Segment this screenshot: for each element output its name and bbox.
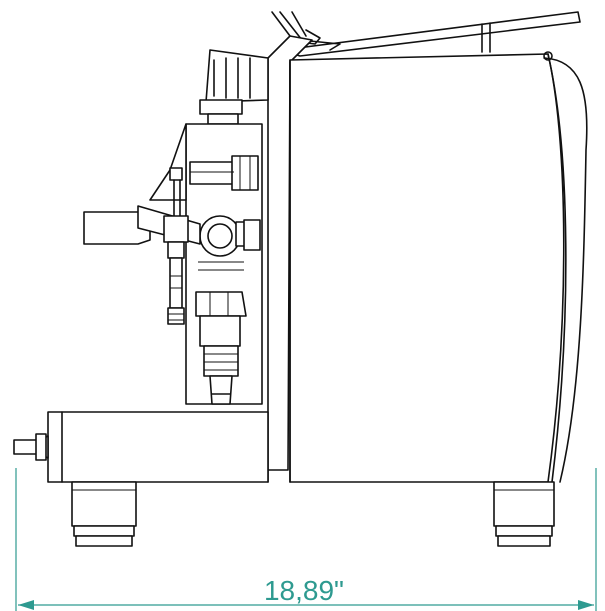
dimension-label: 18,89" [264,575,344,606]
drip-tray-base [13,411,269,483]
machine-body [267,35,588,483]
dimension-arrow-right [578,600,594,610]
control-knob [199,49,269,125]
front-foot [71,481,137,547]
rear-foot [493,481,555,547]
dimension-arrow-left [18,600,34,610]
top-cup-rail [281,11,581,57]
steam-wand [163,167,189,325]
width-dimension: 18,89" [15,468,597,611]
group-head [149,123,263,405]
valve-fitting [198,215,261,271]
